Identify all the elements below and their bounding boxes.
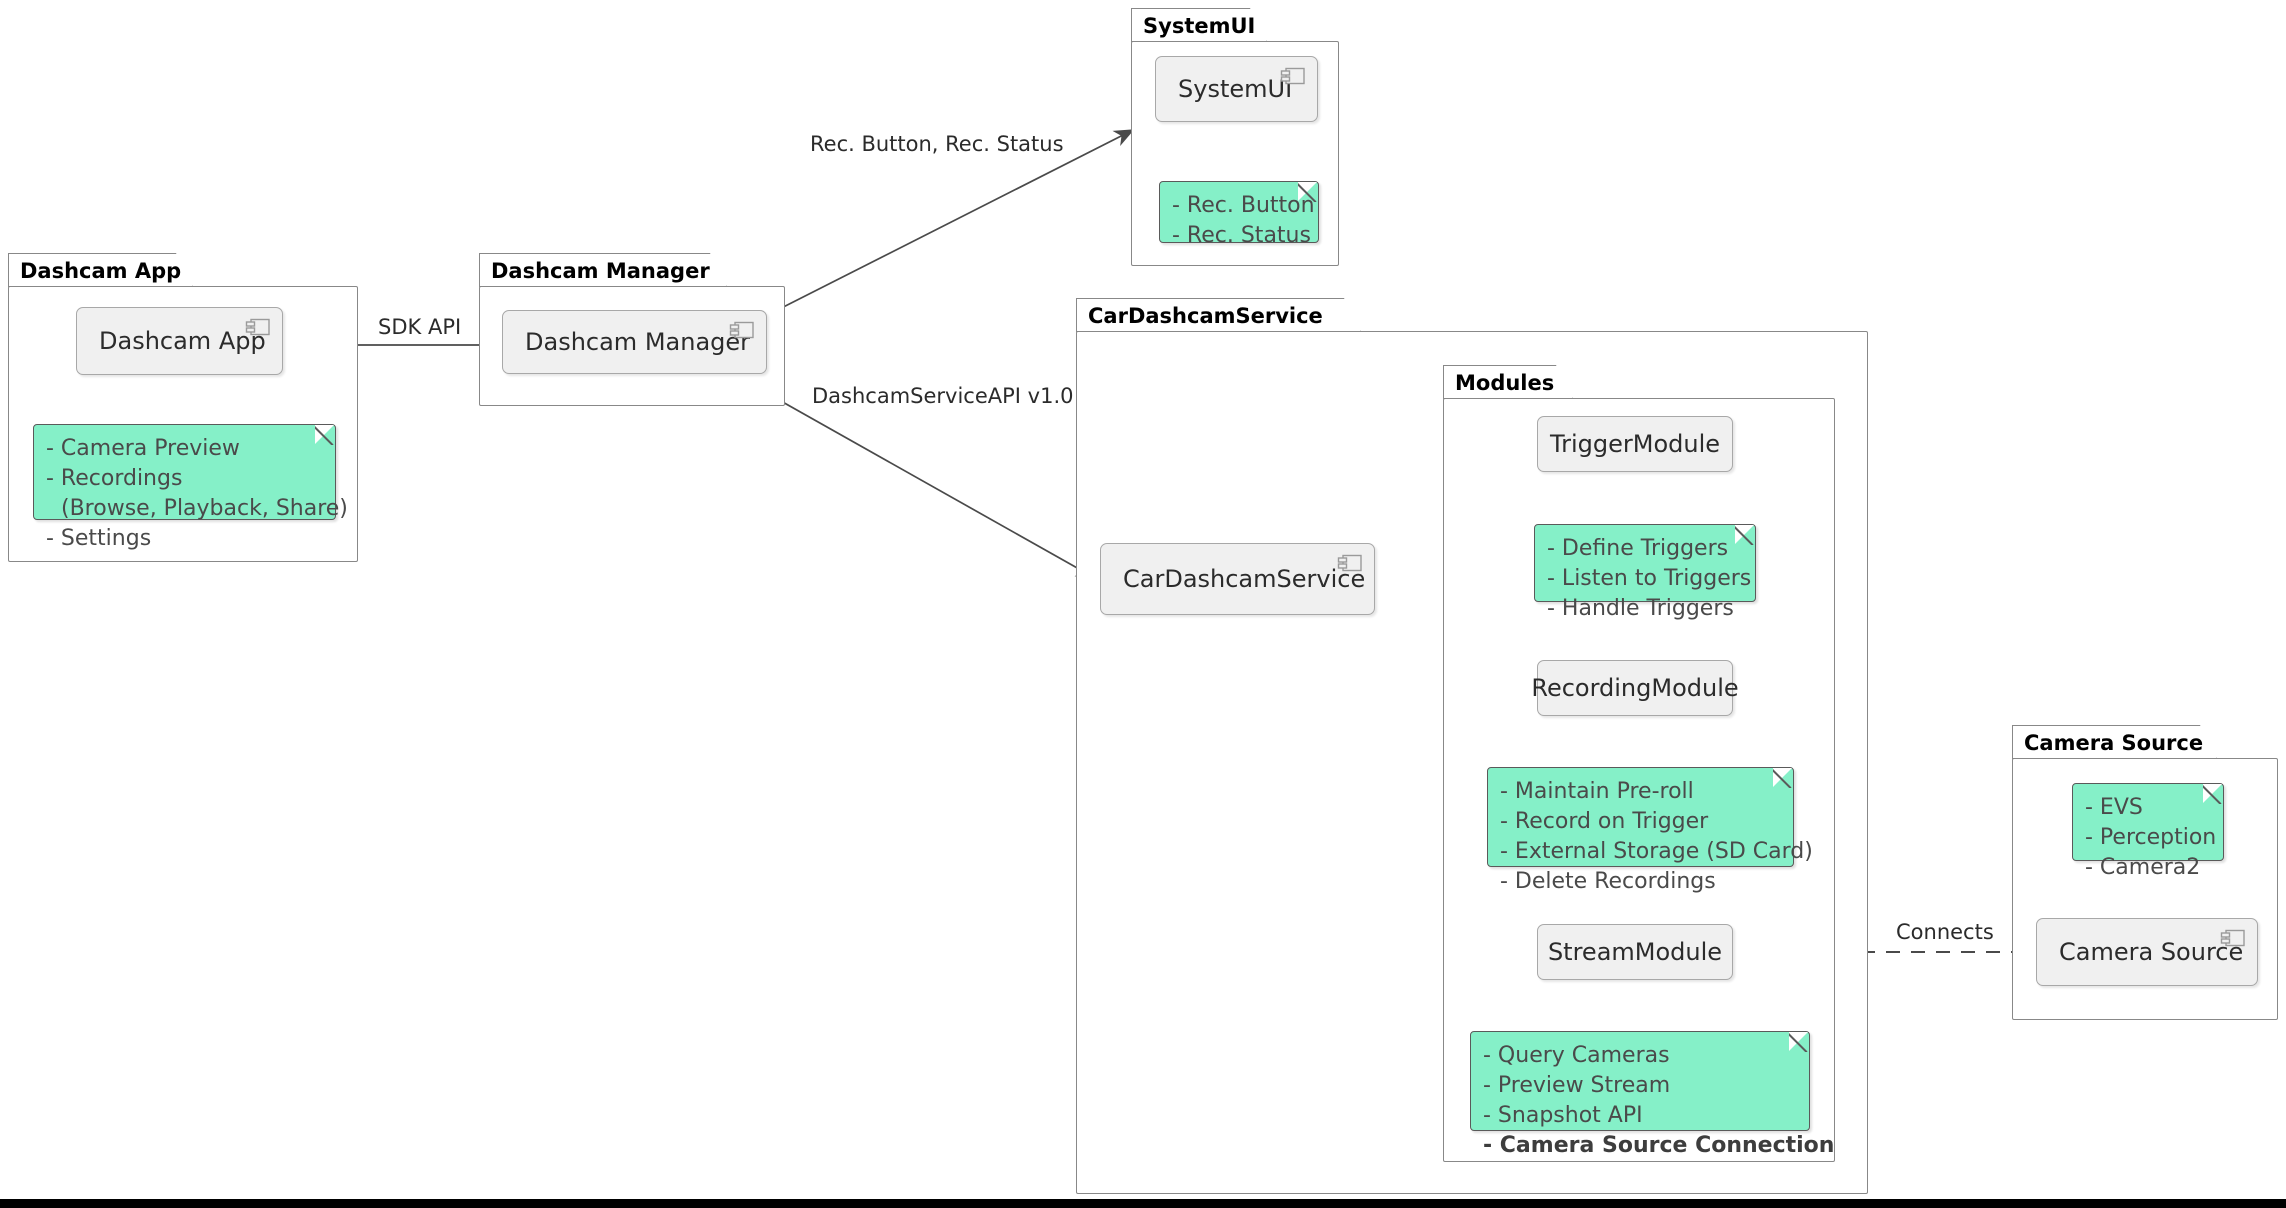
- component-system-ui[interactable]: SystemUI: [1155, 56, 1318, 122]
- note-trigger-module: - Define Triggers - Listen to Triggers -…: [1534, 524, 1756, 621]
- note-fold-icon: [1789, 1032, 1809, 1052]
- component-car-dashcam-service[interactable]: CarDashcamService: [1100, 543, 1375, 615]
- package-modules-tab: Modules: [1443, 365, 1573, 399]
- note-line: - Define Triggers: [1547, 536, 1729, 561]
- component-car-dashcam-service-label: CarDashcamService: [1123, 565, 1366, 593]
- note-line: - Maintain Pre-roll: [1500, 779, 1694, 804]
- note-fold-icon: [2203, 784, 2223, 804]
- component-dashcam-app-label: Dashcam App: [99, 327, 266, 355]
- window-bottom-edge: [0, 1199, 2286, 1208]
- package-camera-source-label: Camera Source: [2024, 730, 2204, 755]
- component-camera-source-label: Camera Source: [2059, 938, 2244, 966]
- component-camera-source[interactable]: Camera Source: [2036, 918, 2258, 986]
- package-dashcam-manager-tab: Dashcam Manager: [479, 253, 727, 287]
- note-line: - Preview Stream: [1483, 1072, 1671, 1098]
- note-system-ui: - Rec. Button - Rec. Status: [1159, 181, 1319, 248]
- component-stream-module-label: StreamModule: [1547, 938, 1723, 966]
- package-car-dashcam-service-tab: CarDashcamService: [1076, 298, 1361, 332]
- component-dashcam-manager[interactable]: Dashcam Manager: [502, 310, 767, 374]
- component-recording-module[interactable]: RecordingModule: [1531, 660, 1739, 716]
- component-trigger-module-label: TriggerModule: [1549, 430, 1721, 458]
- note-camera-source: - EVS - Perception - Camera2: [2072, 783, 2224, 880]
- note-line: - Listen to Triggers: [1547, 565, 1752, 591]
- note-line: - Perception: [2085, 824, 2217, 850]
- package-system-ui-label: SystemUI: [1143, 13, 1256, 38]
- note-line: - Handle Triggers: [1547, 595, 1734, 621]
- note-line: (Browse, Playback, Share): [61, 495, 348, 521]
- edge-dashcam-service-api: [739, 377, 1097, 579]
- package-camera-source-tab: Camera Source: [2012, 725, 2217, 759]
- edge-label-sdk-api: SDK API: [378, 315, 462, 339]
- note-fold-icon: [1735, 525, 1755, 545]
- edge-label-connects: Connects: [1890, 920, 2000, 944]
- edge-label-rec-button-status: Rec. Button, Rec. Status: [810, 132, 1064, 156]
- component-trigger-module[interactable]: TriggerModule: [1537, 416, 1733, 472]
- component-system-ui-label: SystemUI: [1178, 75, 1293, 103]
- uml-component-icon: [245, 318, 270, 336]
- edge-rec-button-status: [737, 129, 1135, 331]
- package-car-dashcam-service-label: CarDashcamService: [1088, 303, 1323, 328]
- package-dashcam-app-tab: Dashcam App: [8, 253, 193, 287]
- note-stream-module: - Query Cameras - Preview Stream - Snaps…: [1470, 1031, 1834, 1158]
- package-dashcam-manager-label: Dashcam Manager: [491, 258, 710, 283]
- note-line: - Rec. Status: [1172, 222, 1311, 248]
- note-line: - External Storage (SD Card): [1500, 838, 1813, 864]
- uml-component-icon: [729, 321, 754, 339]
- note-line: - Delete Recordings: [1500, 868, 1716, 894]
- note-line: - Snapshot API: [1483, 1102, 1643, 1128]
- component-dashcam-app[interactable]: Dashcam App: [76, 307, 283, 375]
- uml-component-icon: [1337, 554, 1362, 572]
- uml-component-icon: [1280, 67, 1305, 85]
- note-dashcam-app: - Camera Preview - Recordings (Browse, P…: [33, 424, 348, 551]
- note-line: - Query Cameras: [1483, 1043, 1670, 1068]
- component-recording-module-label: RecordingModule: [1531, 674, 1739, 702]
- note-recording-module: - Maintain Pre-roll - Record on Trigger …: [1487, 767, 1813, 894]
- package-modules-label: Modules: [1455, 370, 1555, 395]
- note-line: - EVS: [2085, 795, 2143, 820]
- note-fold-icon: [315, 425, 335, 445]
- edge-label-dashcam-service-api: DashcamServiceAPI v1.0: [812, 384, 1074, 408]
- note-line: - Camera Source Connection: [1483, 1132, 1835, 1158]
- note-line: - Camera Preview: [46, 436, 240, 461]
- component-dashcam-manager-label: Dashcam Manager: [525, 328, 751, 356]
- note-line: - Recordings: [46, 465, 183, 491]
- uml-component-icon: [2220, 929, 2245, 947]
- note-line: - Camera2: [2085, 854, 2201, 880]
- note-line: - Settings: [46, 525, 152, 551]
- package-system-ui-tab: SystemUI: [1131, 8, 1267, 42]
- package-dashcam-app-label: Dashcam App: [20, 258, 182, 283]
- note-line: - Record on Trigger: [1500, 808, 1709, 834]
- note-line: - Rec. Button: [1172, 193, 1315, 218]
- component-stream-module[interactable]: StreamModule: [1537, 924, 1733, 980]
- note-fold-icon: [1773, 768, 1793, 788]
- note-fold-icon: [1298, 182, 1318, 202]
